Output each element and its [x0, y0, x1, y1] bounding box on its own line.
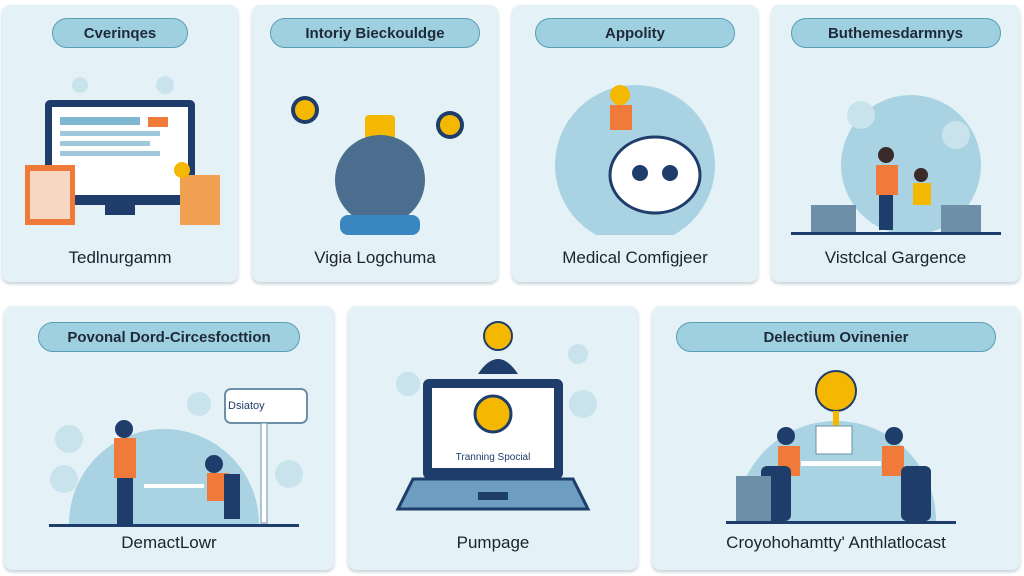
computer-illustration: [25, 76, 220, 225]
card-caption: Croyohohamtty' Anthlatlocast: [726, 533, 946, 552]
card-meeting[interactable]: Delectium Ovinenier Croyohohamtty' Anthl…: [652, 306, 1020, 570]
card-knowledge[interactable]: Intoriy Bieckouldge Vigia Logchuma: [252, 5, 498, 282]
laptop-illustration: [395, 321, 597, 511]
screen-text: Tranning Spocial: [455, 452, 531, 463]
card-garden[interactable]: Buthemesdarmnys Vistclcal Gargence: [771, 5, 1020, 282]
card-title: Intoriy Bieckouldge: [270, 18, 480, 48]
card-title: Delectium Ovinenier: [676, 322, 996, 352]
card-caption: Tedlnurgamm: [68, 248, 172, 267]
card-caption: Vistclcal Gargence: [824, 248, 967, 267]
card-caption: Pumpage: [456, 533, 530, 552]
people-illustration: [790, 95, 1001, 235]
card-office[interactable]: Povonal Dord-Circesfocttion Dsiatoy Dema…: [4, 306, 334, 570]
card-technology[interactable]: Cverinqes Tedlnurgamm: [2, 5, 238, 282]
workspace-illustration: [49, 388, 308, 527]
card-title: Cverinqes: [52, 18, 188, 48]
robot-illustration: [555, 85, 715, 235]
card-training[interactable]: Tranning Spocial Pumpage: [348, 306, 638, 570]
card-title: Povonal Dord-Circesfocttion: [38, 322, 300, 352]
globe-illustration: [291, 96, 464, 235]
card-title: Buthemesdarmnys: [790, 18, 1001, 48]
card-caption: Vigia Logchuma: [314, 248, 436, 267]
card-caption: Medical Comfigjeer: [562, 248, 708, 267]
card-caption: DemactLowr: [121, 533, 217, 552]
card-title: Appolity: [535, 18, 735, 48]
meeting-illustration: [726, 370, 956, 524]
card-medical[interactable]: Appolity Medical Comfigjeer: [512, 5, 758, 282]
sign-text: Dsiatoy: [228, 400, 265, 412]
